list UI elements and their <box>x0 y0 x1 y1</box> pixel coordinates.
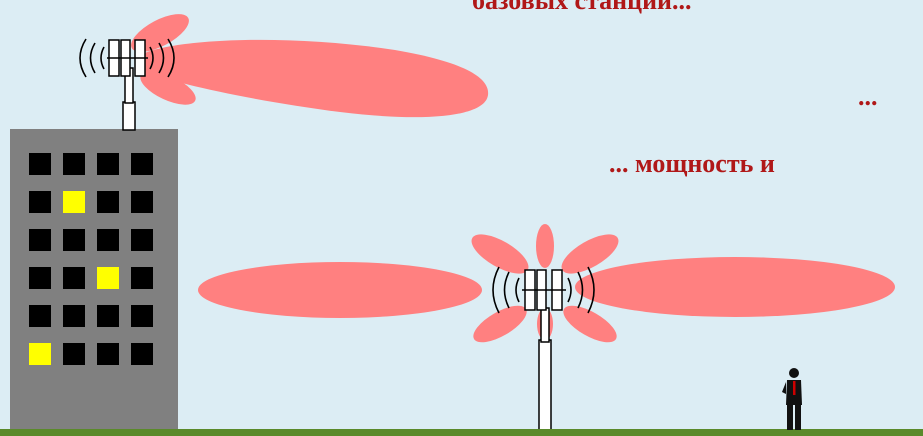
window-dark <box>63 229 85 251</box>
window-dark <box>131 153 153 175</box>
window-dark <box>97 343 119 365</box>
window-dark <box>29 153 51 175</box>
window-dark <box>131 229 153 251</box>
window-dark <box>131 191 153 213</box>
window-dark <box>63 153 85 175</box>
window-dark <box>63 305 85 327</box>
antenna-icon <box>107 40 148 76</box>
window-dark <box>97 191 119 213</box>
building <box>10 129 178 429</box>
window-dark <box>97 229 119 251</box>
window-dark <box>63 343 85 365</box>
window-dark <box>131 343 153 365</box>
window-lit <box>97 267 119 289</box>
tower-mast <box>539 340 551 435</box>
window-lit <box>29 343 51 365</box>
tower-left-lobe <box>198 262 482 318</box>
tower-top-lobe <box>536 224 554 268</box>
tower-side-lobe <box>466 227 534 282</box>
window-dark <box>97 305 119 327</box>
tower-right-lobe <box>575 257 895 317</box>
person-icon <box>782 368 802 430</box>
rooftop-main-lobe <box>140 40 488 117</box>
window-lit <box>63 191 85 213</box>
window-dark <box>29 191 51 213</box>
tower-side-lobe <box>468 299 532 350</box>
antenna-icon <box>522 270 566 310</box>
rooftop-radiation-pattern <box>126 6 488 117</box>
ground <box>0 429 923 436</box>
window-dark <box>29 267 51 289</box>
window-dark <box>63 267 85 289</box>
window-dark <box>131 267 153 289</box>
window-dark <box>131 305 153 327</box>
rooftop-mast <box>123 102 135 130</box>
window-dark <box>29 229 51 251</box>
window-dark <box>29 305 51 327</box>
tower-mast-upper <box>541 308 549 342</box>
window-dark <box>97 153 119 175</box>
